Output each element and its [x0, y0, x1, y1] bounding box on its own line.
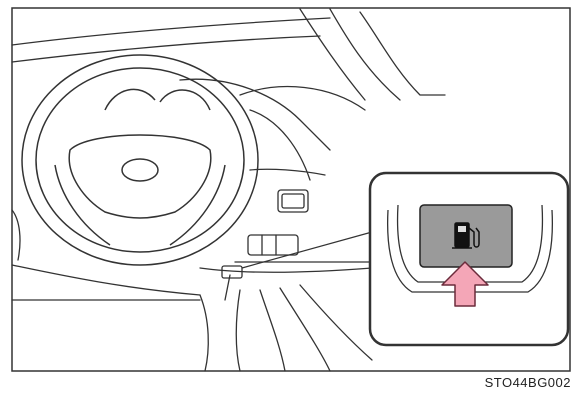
figure-code: STO44BG002	[485, 375, 571, 390]
steering-wheel	[22, 55, 258, 265]
